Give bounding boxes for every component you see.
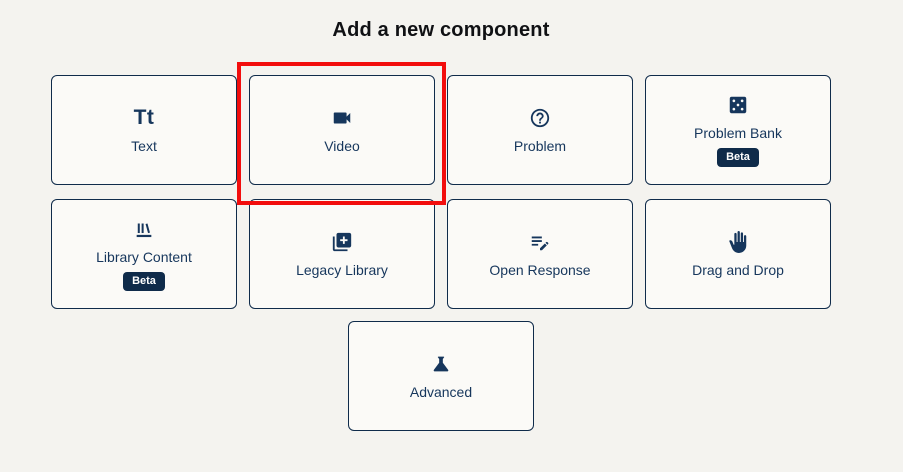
component-label: Legacy Library [296,261,388,278]
add-problem-bank-button[interactable]: Problem Bank Beta [645,75,831,185]
library-icon [133,217,155,241]
add-drag-and-drop-button[interactable]: Drag and Drop [645,199,831,309]
add-open-response-button[interactable]: Open Response [447,199,633,309]
page-title: Add a new component [332,19,550,41]
component-label: Problem [513,137,567,154]
component-label: Library Content [96,249,192,265]
add-advanced-button[interactable]: Advanced [348,321,534,431]
library-add-icon [331,230,353,254]
component-label: Video [324,137,360,154]
text-icon: Tt [133,106,155,130]
component-label: Problem Bank [694,125,782,141]
hand-icon [727,230,749,254]
beta-badge: Beta [717,147,759,167]
component-label: Open Response [489,261,591,278]
component-label: Drag and Drop [692,261,784,278]
component-grid: Tt Text Video Problem Problem Bank Beta [51,75,831,309]
edit-note-icon [529,230,551,254]
videocam-icon [331,106,353,130]
flask-icon [430,352,452,376]
add-legacy-library-button[interactable]: Legacy Library [249,199,435,309]
add-video-button[interactable]: Video [249,75,435,185]
component-label: Advanced [409,383,473,400]
help-icon [529,106,551,130]
add-problem-button[interactable]: Problem [447,75,633,185]
beta-badge: Beta [123,271,165,291]
dice-icon [727,93,749,117]
advanced-row: Advanced [51,321,831,431]
add-library-content-button[interactable]: Library Content Beta [51,199,237,309]
component-label: Text [131,137,157,154]
add-text-button[interactable]: Tt Text [51,75,237,185]
